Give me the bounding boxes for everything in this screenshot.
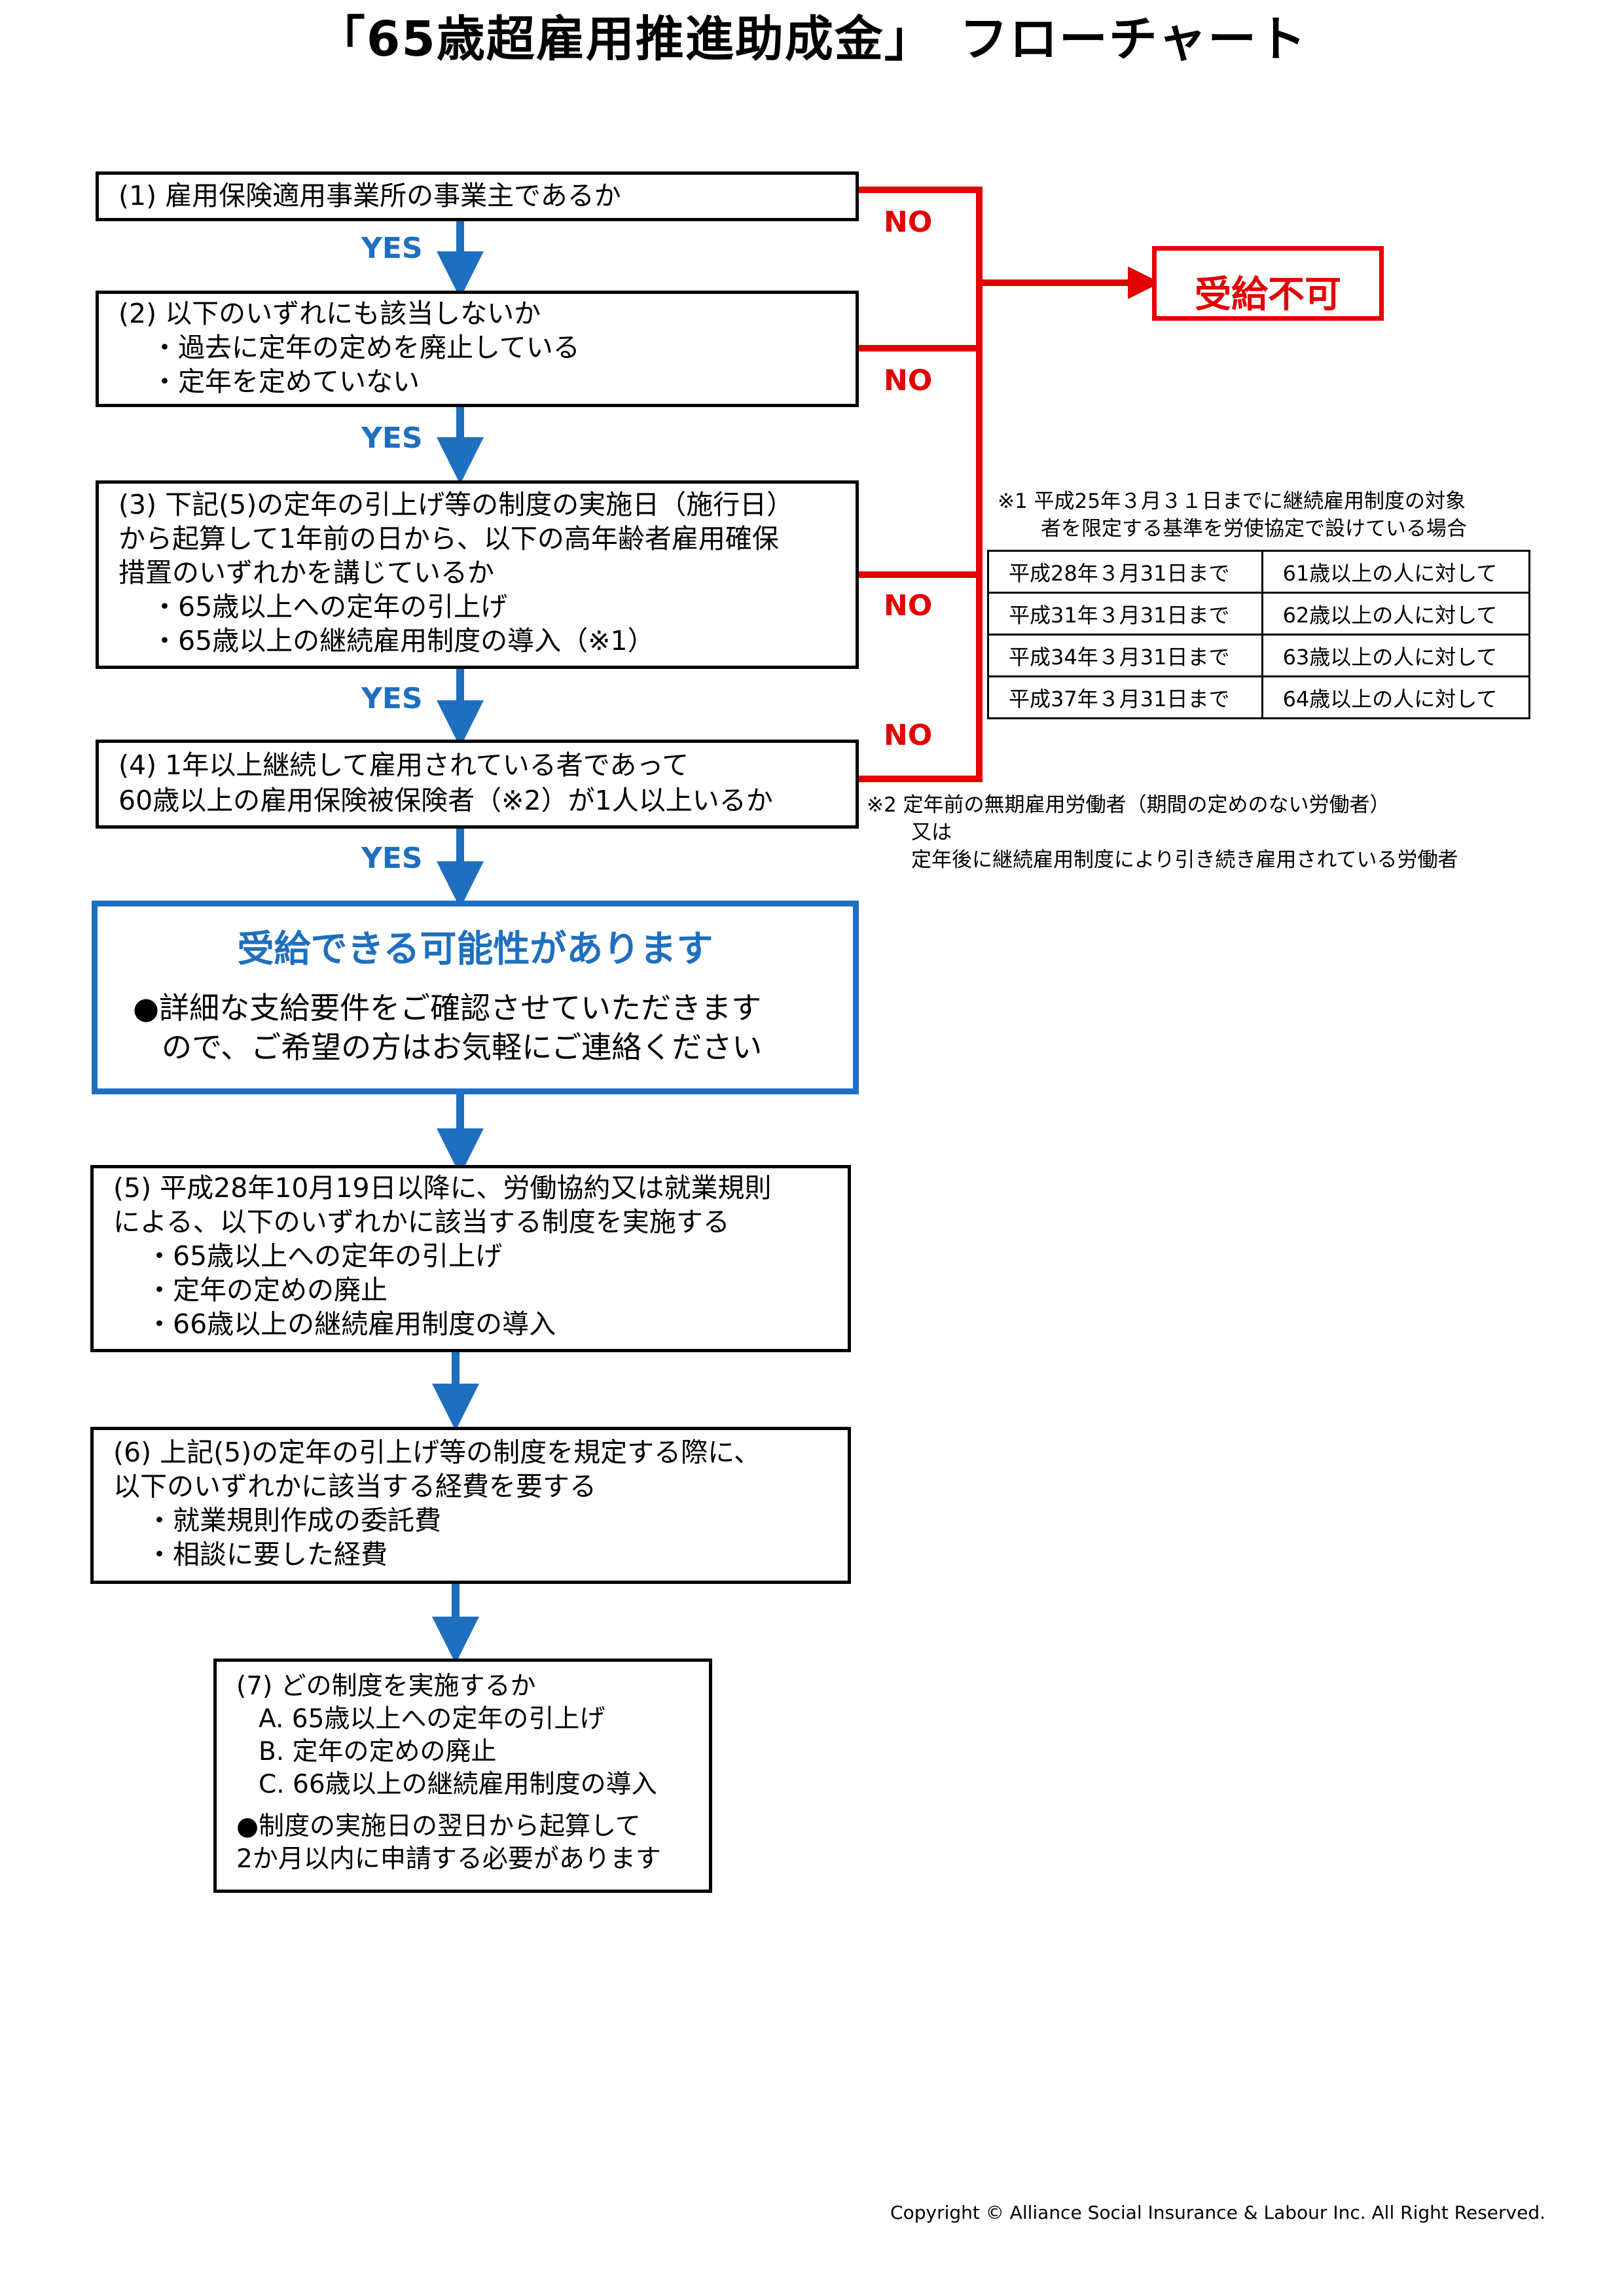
eligible-result-box: 受給できる可能性があります ●詳細な支給要件をご確認させていただきます ので、ご… — [92, 901, 859, 1094]
step-2-line: ・過去に定年の定めを廃止している — [151, 332, 580, 363]
step-2-line: (2) 以下のいずれにも該当しないか — [118, 298, 541, 329]
step-6-line: ・相談に要した経費 — [146, 1539, 388, 1570]
yes-label-4: YES — [361, 842, 423, 875]
yes-label-2: YES — [361, 422, 423, 455]
yes-label-3: YES — [361, 682, 423, 715]
step-3-line: ・65歳以上への定年の引上げ — [151, 591, 508, 622]
table-cell: 平成37年３月31日まで — [987, 675, 1263, 719]
table-cell: 平成28年３月31日まで — [987, 550, 1263, 594]
step-6-line: (6) 上記(5)の定年の引上げ等の制度を規定する際に、 — [113, 1437, 761, 1468]
not-eligible-label: 受給不可 — [1195, 274, 1341, 316]
step-7-line: 2か月以内に申請する必要があります — [236, 1844, 661, 1874]
not-eligible-box: 受給不可 — [1152, 246, 1384, 321]
note-2-line: 定年後に継続雇用制度により引き続き雇用されている労働者 — [911, 848, 1458, 872]
step-1-box: (1) 雇用保険適用事業所の事業主であるか — [96, 171, 859, 221]
step-4-line: 60歳以上の雇用保険被保険者（※2）が1人以上いるか — [118, 785, 773, 816]
note-1-table: 平成28年３月31日まで 61歳以上の人に対して 平成31年３月31日まで 62… — [987, 550, 1531, 719]
step-1-line: (1) 雇用保険適用事業所の事業主であるか — [118, 180, 621, 211]
step-6-line: 以下のいずれかに該当する経費を要する — [113, 1471, 596, 1502]
step-3-line: (3) 下記(5)の定年の引上げ等の制度の実施日（施行日） — [118, 489, 794, 520]
table-cell: 平成34年３月31日まで — [987, 634, 1263, 677]
step-7-line: (7) どの制度を実施するか — [236, 1672, 536, 1701]
step-7-box: (7) どの制度を実施するか A. 65歳以上への定年の引上げ B. 定年の定め… — [213, 1659, 712, 1893]
step-5-box: (5) 平成28年10月19日以降に、労働協約又は就業規則 による、以下のいずれ… — [90, 1165, 851, 1352]
no-label-3: NO — [884, 589, 933, 622]
copyright-notice: Copyright © Alliance Social Insurance & … — [890, 2202, 1545, 2223]
note-2-line: ※2 定年前の無期雇用労働者（期間の定めのない労働者） — [867, 793, 1390, 817]
table-row: 平成31年３月31日まで 62歳以上の人に対して — [987, 592, 1531, 636]
eligible-body-line: ので、ご希望の方はお気軽にご連絡ください — [162, 1030, 763, 1065]
step-5-line: ・66歳以上の継続雇用制度の導入 — [146, 1308, 556, 1340]
step-7-line: C. 66歳以上の継続雇用制度の導入 — [259, 1770, 657, 1799]
step-3-box: (3) 下記(5)の定年の引上げ等の制度の実施日（施行日） から起算して1年前の… — [96, 480, 859, 669]
step-4-line: (4) 1年以上継続して雇用されている者であって — [118, 749, 689, 781]
step-6-line: ・就業規則作成の委託費 — [146, 1505, 441, 1536]
table-row: 平成28年３月31日まで 61歳以上の人に対して — [987, 550, 1531, 594]
step-3-line: 措置のいずれかを講じているか — [118, 557, 494, 588]
note-1-line: 者を限定する基準を労使協定で設けている場合 — [1041, 517, 1467, 541]
table-cell: 62歳以上の人に対して — [1261, 592, 1531, 636]
table-row: 平成34年３月31日まで 63歳以上の人に対して — [987, 634, 1531, 677]
step-6-box: (6) 上記(5)の定年の引上げ等の制度を規定する際に、 以下のいずれかに該当す… — [90, 1427, 851, 1584]
no-label-2: NO — [884, 364, 933, 397]
table-row: 平成37年３月31日まで 64歳以上の人に対して — [987, 675, 1531, 719]
step-5-line: ・65歳以上への定年の引上げ — [146, 1240, 503, 1272]
yes-arrows — [432, 220, 484, 1664]
yes-label-1: YES — [361, 232, 423, 265]
page-title: 「65歳超雇用推進助成金」 フローチャート — [316, 11, 1308, 67]
step-7-line: B. 定年の定めの廃止 — [259, 1737, 497, 1767]
no-lines — [857, 187, 1161, 782]
step-2-line: ・定年を定めていない — [151, 366, 420, 397]
step-4-box: (4) 1年以上継続して雇用されている者であって 60歳以上の雇用保険被保険者（… — [96, 740, 859, 829]
step-5-line: による、以下のいずれかに該当する制度を実施する — [113, 1206, 730, 1238]
eligible-heading: 受給できる可能性があります — [237, 928, 713, 971]
no-label-1: NO — [884, 206, 933, 239]
step-7-line: ●制度の実施日の翌日から起算して — [236, 1812, 641, 1841]
note-2-line: 又は — [911, 821, 952, 844]
step-7-line: A. 65歳以上への定年の引上げ — [259, 1704, 605, 1734]
step-3-line: ・65歳以上の継続雇用制度の導入（※1） — [151, 625, 655, 656]
table-cell: 63歳以上の人に対して — [1261, 634, 1531, 677]
eligible-body-line: ●詳細な支給要件をご確認させていただきます — [133, 990, 762, 1026]
note-1-line: ※1 平成25年３月３１日までに継続雇用制度の対象 — [998, 490, 1466, 513]
table-cell: 64歳以上の人に対して — [1261, 675, 1531, 719]
table-cell: 平成31年３月31日まで — [987, 592, 1263, 636]
step-3-line: から起算して1年前の日から、以下の高年齢者雇用確保 — [118, 523, 779, 554]
step-5-line: (5) 平成28年10月19日以降に、労働協約又は就業規則 — [113, 1172, 772, 1204]
step-2-box: (2) 以下のいずれにも該当しないか ・過去に定年の定めを廃止している ・定年を… — [96, 291, 859, 407]
step-5-line: ・定年の定めの廃止 — [146, 1274, 388, 1306]
table-cell: 61歳以上の人に対して — [1261, 550, 1531, 594]
no-label-4: NO — [884, 719, 933, 752]
